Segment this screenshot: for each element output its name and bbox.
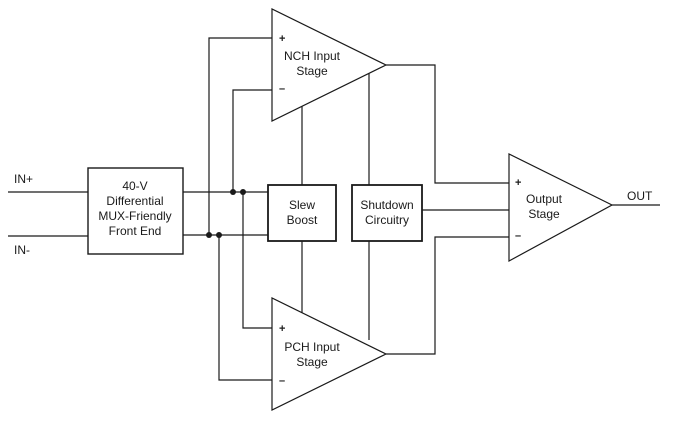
output-stage: + – Output Stage (508, 153, 614, 263)
pch-label-line-1: PCH Input (284, 340, 340, 354)
output-minus-sign: – (515, 230, 521, 242)
nch-label-line-2: Stage (296, 64, 328, 78)
pch-input-stage: + – PCH Input Stage (271, 297, 388, 411)
output-plus-sign: + (515, 177, 521, 189)
pch-minus-wire (218, 235, 272, 381)
pch-plus-wire (242, 192, 272, 329)
in-minus-label: IN- (14, 243, 30, 257)
nch-input-stage: + – NCH Input Stage (271, 8, 388, 122)
front-end-line-2: Differential (106, 194, 163, 208)
pch-output-wire (386, 236, 509, 355)
junction-dot (240, 189, 246, 195)
nch-minus-wire (232, 89, 272, 192)
shutdown-line-1: Shutdown (360, 198, 413, 212)
nch-label-line-1: NCH Input (284, 49, 341, 63)
output-label-line-1: Output (526, 192, 563, 206)
pch-plus-sign: + (279, 323, 285, 335)
pch-minus-sign: – (279, 375, 285, 387)
junctions (206, 189, 246, 238)
junction-dot (216, 232, 222, 238)
junction-dot (206, 232, 212, 238)
shutdown-circuitry-block: Shutdown Circuitry (351, 184, 423, 242)
output-label-line-2: Stage (528, 207, 560, 221)
slew-boost-line-2: Boost (287, 213, 318, 227)
front-end-block: 40-V Differential MUX-Friendly Front End (87, 167, 184, 255)
shutdown-line-2: Circuitry (365, 213, 409, 227)
nch-plus-wire (208, 37, 272, 235)
in-plus-label: IN+ (14, 172, 33, 186)
slew-boost-block: Slew Boost (267, 184, 337, 242)
nch-output-wire (386, 64, 509, 184)
out-label: OUT (627, 189, 653, 203)
front-end-line-1: 40-V (122, 179, 147, 193)
wires (8, 37, 660, 381)
slew-boost-line-1: Slew (289, 198, 315, 212)
front-end-line-4: Front End (109, 224, 162, 238)
front-end-line-3: MUX-Friendly (98, 209, 171, 223)
junction-dot (230, 189, 236, 195)
nch-minus-sign: – (279, 83, 285, 95)
pch-label-line-2: Stage (296, 355, 328, 369)
nch-plus-sign: + (279, 33, 285, 45)
